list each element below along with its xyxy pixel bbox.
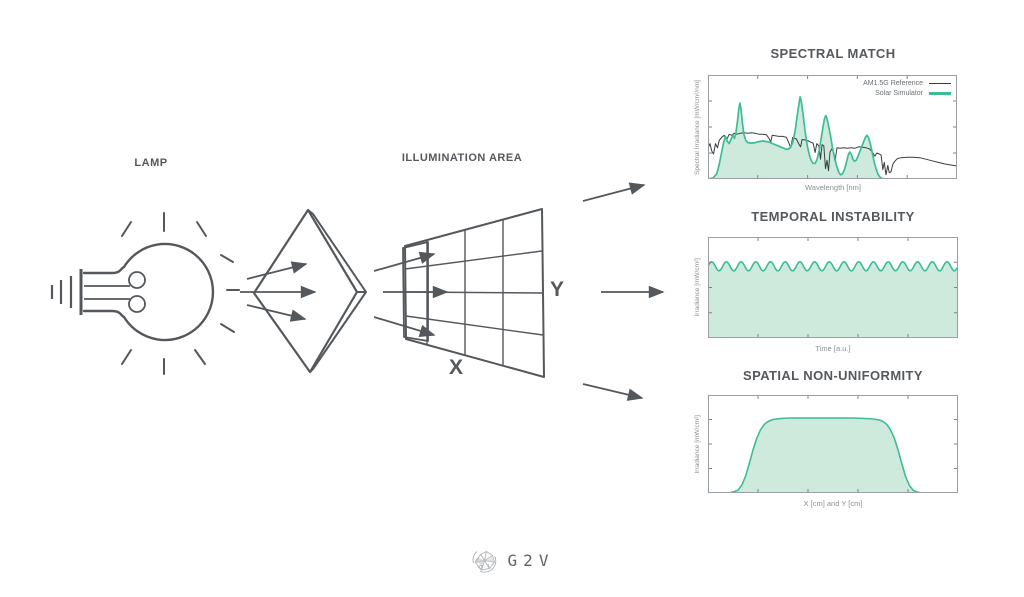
temporal-instability-plot [708, 237, 958, 338]
spatial-non-uniformity-plot [708, 395, 958, 493]
g2v-logo-text: G2V [507, 550, 555, 570]
spectral-match-plot: AM1.5G Reference Solar Simulator [708, 75, 957, 179]
reference-line-swatch [929, 83, 951, 84]
spectral-legend: AM1.5G Reference Solar Simulator [863, 80, 951, 97]
grid-x-label: X [449, 356, 464, 379]
spatial-x-axis-label: X [cm] and Y [cm] [803, 499, 863, 508]
temporal-instability-title: TEMPORAL INSTABILITY [751, 209, 915, 224]
g2v-logo: G2V [0, 546, 1024, 574]
spectral-x-axis-label: Wavelength [nm] [805, 183, 861, 192]
light-rays-icon [121, 212, 240, 375]
spatial-non-uniformity-title: SPATIAL NON-UNIFORMITY [743, 368, 923, 383]
g2v-globe-icon [472, 550, 496, 573]
temporal-y-axis-label: Irradiance [mW/cm²] [693, 258, 701, 317]
lamp-label: LAMP [134, 157, 168, 169]
chart-link-arrows-icon [582, 182, 665, 401]
spatial-y-axis-label: Irradiance [mW/cm²] [693, 414, 701, 474]
legend-row-simulator: Solar Simulator [863, 90, 951, 97]
temporal-instability-chart [708, 237, 958, 338]
spatial-non-uniformity-chart [708, 395, 958, 493]
spectral-y-axis-label: Spectral Irradiance [mW/cm²/nm] [693, 79, 701, 175]
grid-y-label: Y [550, 278, 565, 301]
simulator-line-swatch [929, 92, 951, 95]
optic-diamond-icon [240, 208, 367, 374]
spectral-match-chart [708, 75, 957, 179]
grid-ray-arrows-icon [373, 251, 449, 337]
temporal-x-axis-label: Time [a.u.] [815, 344, 851, 353]
legend-row-reference: AM1.5G Reference [863, 80, 951, 87]
filament-icon [84, 271, 146, 313]
diverging-arrows-icon [240, 261, 317, 322]
illumination-grid [373, 208, 545, 378]
lamp-bulb-icon [50, 212, 240, 375]
illumination-area-label: ILLUMINATION AREA [401, 152, 523, 164]
spectral-match-title: SPECTRAL MATCH [770, 46, 896, 61]
